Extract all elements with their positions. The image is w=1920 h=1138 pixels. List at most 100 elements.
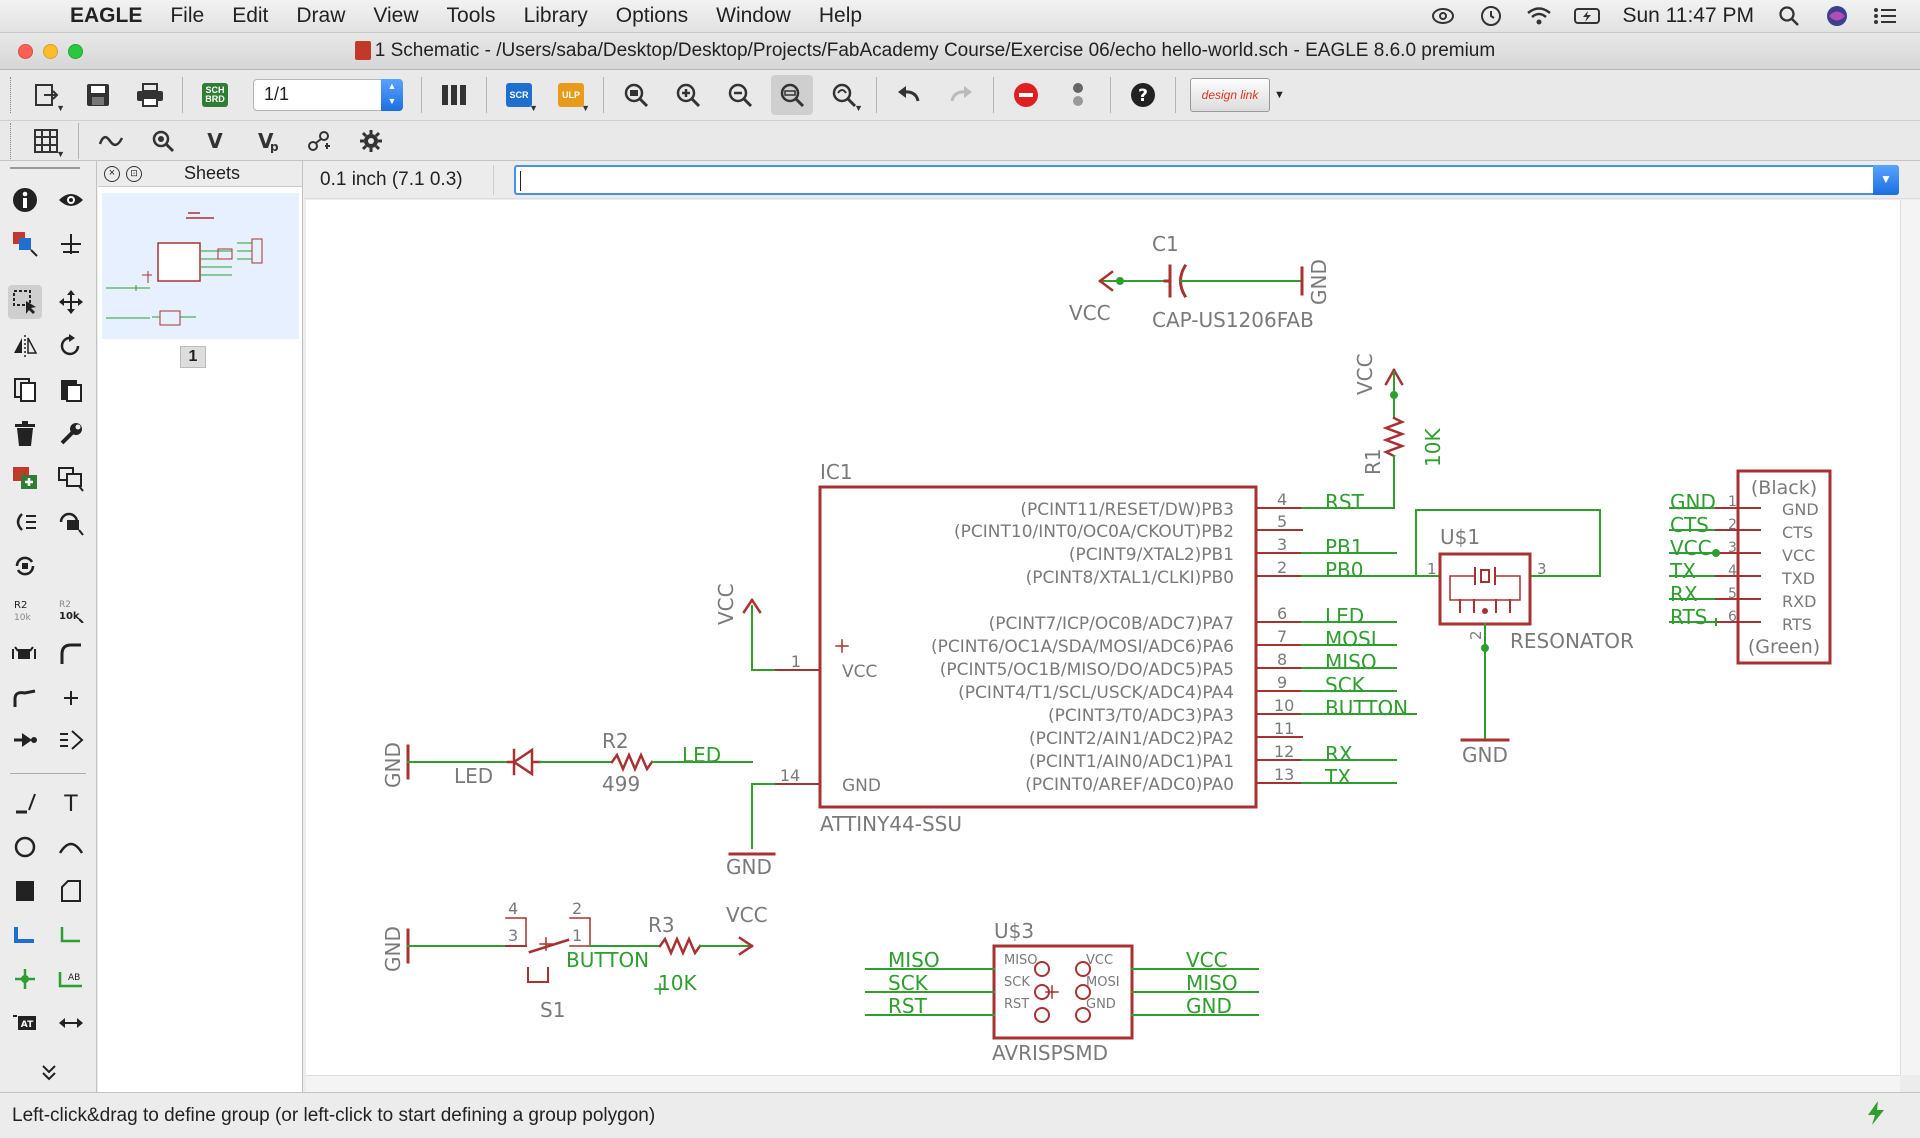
- display-layers-tool[interactable]: [8, 227, 42, 261]
- lightning-icon[interactable]: [1866, 1100, 1886, 1132]
- add-part-tool[interactable]: [8, 461, 42, 495]
- menu-window[interactable]: Window: [716, 4, 791, 27]
- sheet-number[interactable]: 1: [180, 346, 206, 368]
- clock[interactable]: Sun 11:47 PM: [1622, 4, 1754, 27]
- stop-button[interactable]: [1005, 75, 1047, 115]
- zoom-fit-button[interactable]: [615, 75, 657, 115]
- print-button[interactable]: [129, 75, 171, 115]
- library-books-button[interactable]: [433, 75, 475, 115]
- menu-view[interactable]: View: [373, 4, 419, 27]
- menu-library[interactable]: Library: [523, 4, 588, 27]
- app-menu[interactable]: EAGLE: [70, 4, 143, 27]
- battery-icon[interactable]: [1574, 5, 1601, 27]
- redo-button[interactable]: [940, 75, 982, 115]
- resonator-u1[interactable]: [1415, 509, 1601, 742]
- text-tool[interactable]: T: [54, 786, 88, 820]
- smash-tool[interactable]: [8, 637, 42, 671]
- zoom-dropdown-icon[interactable]: ▼: [854, 103, 863, 113]
- mark-tool[interactable]: [54, 227, 88, 261]
- zoom-in-button[interactable]: [667, 75, 709, 115]
- expand-palette-button[interactable]: [32, 1056, 66, 1090]
- attribute-tool[interactable]: AT: [8, 1006, 42, 1040]
- command-history-dropdown-icon[interactable]: ▼: [1873, 164, 1899, 195]
- go-button[interactable]: [1057, 75, 1099, 115]
- ic1-attiny44[interactable]: [773, 485, 1303, 809]
- led-circuit[interactable]: [406, 744, 753, 780]
- menu-file[interactable]: File: [170, 4, 205, 27]
- change-tool[interactable]: [54, 417, 88, 451]
- copy-tool[interactable]: [8, 373, 42, 407]
- undo-button[interactable]: [888, 75, 930, 115]
- circle-tool[interactable]: [8, 830, 42, 864]
- net-tool[interactable]: [54, 918, 88, 952]
- creative-cloud-icon[interactable]: [1430, 5, 1456, 27]
- align-tool[interactable]: [54, 723, 88, 757]
- isp-header-u3[interactable]: [865, 944, 1259, 1040]
- ulp-button[interactable]: ULP ▼: [550, 75, 592, 115]
- ic1-nets[interactable]: [751, 507, 1441, 849]
- zoom-out-button[interactable]: [719, 75, 761, 115]
- horizontal-scrollbar[interactable]: [306, 1075, 1900, 1092]
- miter-tool[interactable]: [54, 637, 88, 671]
- close-window-button[interactable]: [18, 43, 33, 59]
- show-button[interactable]: [142, 121, 184, 161]
- menu-draw[interactable]: Draw: [296, 4, 346, 27]
- group-tool[interactable]: [8, 285, 42, 319]
- wifi-icon[interactable]: [1526, 5, 1552, 27]
- menu-help[interactable]: Help: [818, 4, 863, 27]
- grid-button[interactable]: ▼: [25, 121, 67, 161]
- menu-edit[interactable]: Edit: [232, 4, 269, 27]
- label-tool[interactable]: AB: [54, 962, 88, 996]
- siri-icon[interactable]: [1824, 5, 1850, 27]
- save-button[interactable]: [77, 75, 119, 115]
- schematic-canvas[interactable]: C1 VCC CAP-US1206FAB GND VCC R1 10K IC1 …: [306, 200, 1900, 1075]
- split-tool[interactable]: [8, 681, 42, 715]
- info-tool[interactable]: [8, 183, 42, 217]
- optimize-tool[interactable]: [54, 681, 88, 715]
- help-button[interactable]: ?: [1122, 75, 1164, 115]
- line-tool[interactable]: [8, 786, 42, 820]
- polygon-tool[interactable]: [54, 874, 88, 908]
- dimension-tool[interactable]: [54, 1006, 88, 1040]
- time-machine-icon[interactable]: [1478, 5, 1504, 27]
- arc-tool[interactable]: [54, 830, 88, 864]
- zoom-window-button[interactable]: [68, 43, 83, 59]
- replace-tool[interactable]: [54, 461, 88, 495]
- sheet-thumbnail[interactable]: [102, 193, 299, 339]
- open-dropdown-icon[interactable]: ▼: [56, 103, 65, 113]
- open-button[interactable]: ▼: [25, 75, 67, 115]
- minimize-window-button[interactable]: [43, 43, 58, 59]
- spotlight-search-icon[interactable]: [1776, 5, 1802, 27]
- notification-center-icon[interactable]: [1872, 5, 1898, 27]
- vertical-scrollbar[interactable]: [1900, 200, 1920, 1075]
- sch-brd-switch-button[interactable]: SCH BRD: [194, 75, 236, 115]
- close-panel-icon[interactable]: ×: [104, 165, 120, 182]
- designlink-button[interactable]: design link: [1190, 78, 1270, 112]
- menu-tools[interactable]: Tools: [446, 4, 496, 27]
- settings-button[interactable]: [350, 121, 392, 161]
- replace-part-tool[interactable]: [8, 549, 42, 583]
- pin-swap-tool[interactable]: [8, 505, 42, 539]
- net-classes-button[interactable]: [298, 121, 340, 161]
- zoom-redraw-button[interactable]: ▼: [823, 75, 865, 115]
- ftdi-header[interactable]: [1669, 469, 1832, 665]
- script-dropdown-icon[interactable]: ▼: [529, 103, 538, 113]
- ulp-dropdown-icon[interactable]: ▼: [581, 103, 590, 113]
- script-button[interactable]: SCR ▼: [498, 75, 540, 115]
- rotate-tool[interactable]: [54, 329, 88, 363]
- sheet-select[interactable]: 1/1 ▲▼: [253, 79, 403, 111]
- zoom-select-button[interactable]: [771, 75, 813, 115]
- detach-panel-icon[interactable]: ⊡: [126, 165, 142, 182]
- value-button[interactable]: V: [194, 121, 236, 161]
- paste-tool[interactable]: [54, 373, 88, 407]
- command-line-input[interactable]: ▼: [514, 164, 1899, 195]
- rectangle-tool[interactable]: [8, 874, 42, 908]
- move-tool[interactable]: [54, 285, 88, 319]
- gate-swap-tool[interactable]: [54, 505, 88, 539]
- resistor-r1[interactable]: [1382, 368, 1406, 509]
- button-circuit[interactable]: [406, 917, 754, 995]
- show-signal-button[interactable]: [90, 121, 132, 161]
